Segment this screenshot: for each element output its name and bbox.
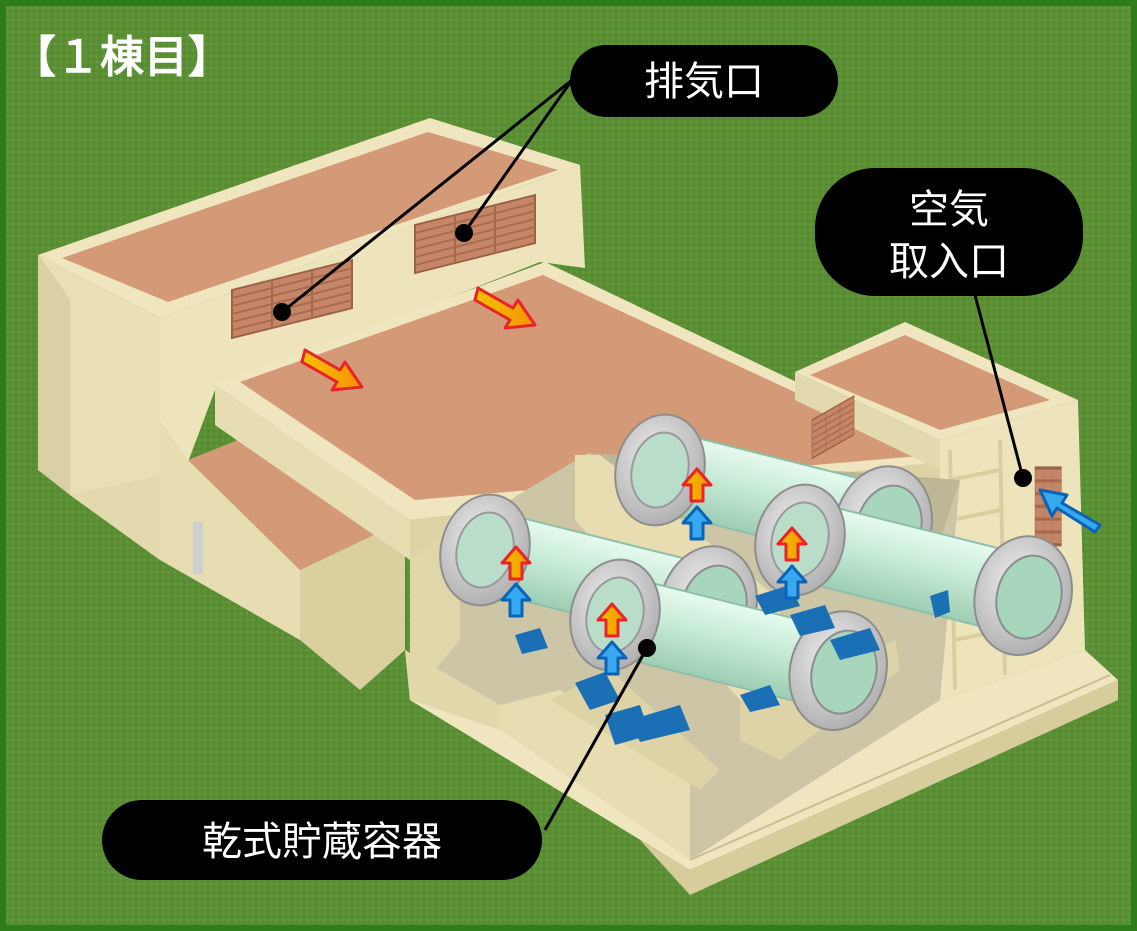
foundation-front <box>405 650 1118 870</box>
cask-label: 乾式貯蔵容器 <box>102 800 542 880</box>
lower-left-step-roof <box>188 415 405 570</box>
exhaust-label: 排気口 <box>570 45 838 117</box>
exhaust-arrow-right <box>473 286 537 330</box>
exhaust-label-text: 排気口 <box>644 59 764 105</box>
building-number-title: 【１棟目】 <box>12 32 232 83</box>
air-intake-label-line2: 取入口 <box>889 239 1009 285</box>
exhaust-arrow-left <box>300 348 364 392</box>
cask-supports <box>515 585 950 745</box>
exhaust-arrows <box>300 286 537 392</box>
intake-arrow <box>1038 488 1102 534</box>
air-intake-label: 空気 取入口 <box>815 168 1083 296</box>
air-intake-label-line1: 空気 <box>909 187 989 233</box>
leader-dots <box>273 224 1032 657</box>
leader-lines <box>281 78 1025 831</box>
cask-label-text: 乾式貯蔵容器 <box>202 819 442 865</box>
side-door <box>193 522 203 574</box>
